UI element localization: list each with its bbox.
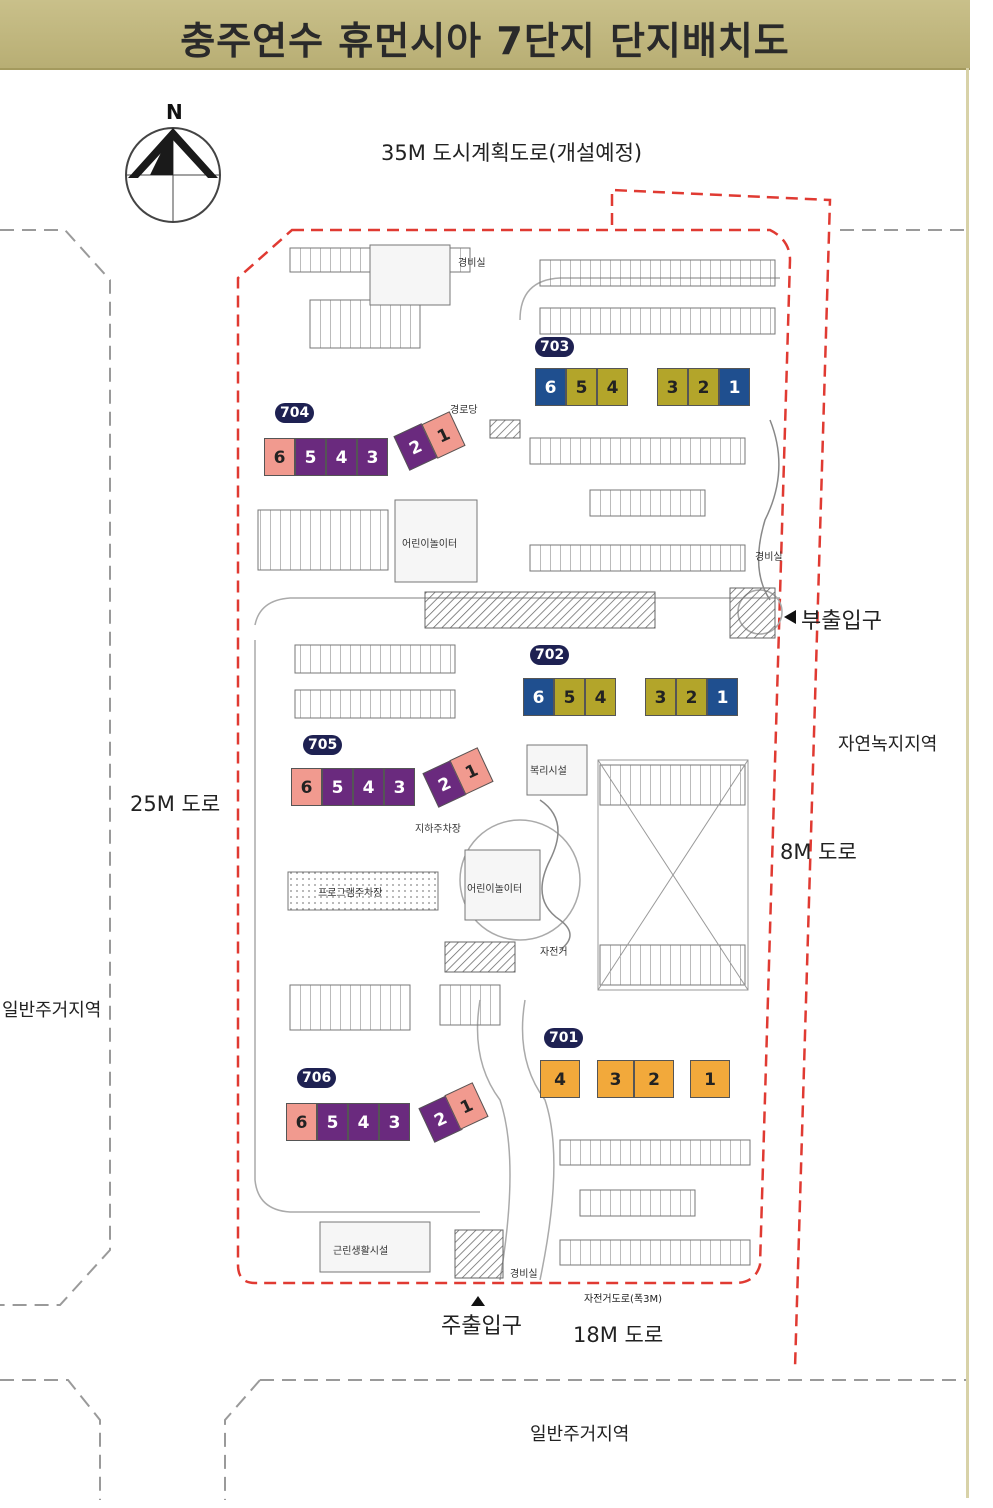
bike-path: 자전거도로(폭3M): [584, 1294, 662, 1305]
site-boundary-east: [610, 188, 832, 1369]
unit-703-1: 1: [719, 368, 750, 406]
unit-701-4: 4: [540, 1060, 580, 1098]
compass: [125, 127, 221, 223]
building-704-label: 704: [275, 403, 315, 423]
program-parking-area: [287, 871, 439, 911]
unit-703-6: 6: [535, 368, 566, 406]
welfare-facility: 복리시설: [530, 766, 567, 777]
road-north: 35M 도시계획도로(개설예정): [381, 141, 643, 165]
secondary-entrance-arrow: [784, 610, 796, 624]
guard-east: 경비실: [755, 552, 783, 563]
unit-705-5: 5: [322, 768, 353, 806]
unit-706-6: 6: [286, 1103, 317, 1141]
parking-ramp: 지하주차장: [415, 824, 461, 835]
site-boundary: [236, 228, 792, 1285]
unit-704-4: 4: [326, 438, 357, 476]
main-entrance-arrow: [471, 1296, 485, 1306]
unit-702-6: 6: [523, 678, 554, 716]
guard-south: 경비실: [510, 1269, 538, 1280]
unit-706-3: 3: [379, 1103, 410, 1141]
unit-702-5: 5: [554, 678, 585, 716]
district-lines: [0, 229, 966, 1500]
road-east: 8M 도로: [780, 840, 857, 864]
frame-border: [966, 68, 969, 1498]
building-701-label: 701: [544, 1028, 584, 1048]
central-parking-x: [597, 759, 749, 991]
unit-706-4: 4: [348, 1103, 379, 1141]
unit-705-4: 4: [353, 768, 384, 806]
main-entrance: 주출입구: [441, 1314, 522, 1339]
unit-703-4: 4: [597, 368, 628, 406]
playground-center: 어린이놀이터: [467, 884, 523, 895]
secondary-entrance: 부출입구: [801, 609, 882, 634]
guard-north: 경비실: [458, 258, 486, 269]
program-parking: 프로그램주차장: [318, 888, 383, 899]
unit-704-3: 3: [357, 438, 388, 476]
kindergarten: 근린생활시설: [333, 1246, 389, 1257]
unit-702-4: 4: [585, 678, 616, 716]
elderly-center: 경로당: [450, 405, 478, 416]
stream-path: [539, 799, 571, 951]
unit-703-2: 2: [688, 368, 719, 406]
zone-south: 일반주거지역: [530, 1424, 630, 1445]
building-706-label: 706: [297, 1068, 337, 1088]
road-south: 18M 도로: [573, 1323, 664, 1347]
unit-703-5: 5: [566, 368, 597, 406]
building-703-label: 703: [535, 337, 575, 357]
north-label: N: [166, 100, 183, 124]
playground-north: 어린이놀이터: [402, 539, 458, 550]
unit-704-6: 6: [264, 438, 295, 476]
unit-701-2: 2: [634, 1060, 674, 1098]
page-title: 충주연수 휴먼시아 7단지 단지배치도: [180, 19, 790, 63]
unit-704-5: 5: [295, 438, 326, 476]
zone-east: 자연녹지지역: [838, 734, 938, 755]
building-702-label: 702: [530, 645, 570, 665]
road-west: 25M 도로: [130, 792, 221, 816]
unit-701-1: 1: [690, 1060, 730, 1098]
unit-702-2: 2: [676, 678, 707, 716]
title-banner: 충주연수 휴먼시아 7단지 단지배치도: [0, 0, 970, 70]
facility-boxes: [319, 244, 588, 1273]
unit-702-1: 1: [707, 678, 738, 716]
bicycle-storage: 자전거: [540, 947, 568, 958]
zone-west: 일반주거지역: [2, 1000, 102, 1021]
building-705-label: 705: [303, 735, 343, 755]
unit-705-6: 6: [291, 768, 322, 806]
unit-702-3: 3: [645, 678, 676, 716]
unit-705-3: 3: [384, 768, 415, 806]
site-map: [0, 127, 966, 1500]
unit-703-3: 3: [657, 368, 688, 406]
unit-706-5: 5: [317, 1103, 348, 1141]
unit-701-3: 3: [597, 1060, 634, 1098]
east-path: [757, 419, 780, 601]
crosswalks: [424, 419, 776, 1279]
